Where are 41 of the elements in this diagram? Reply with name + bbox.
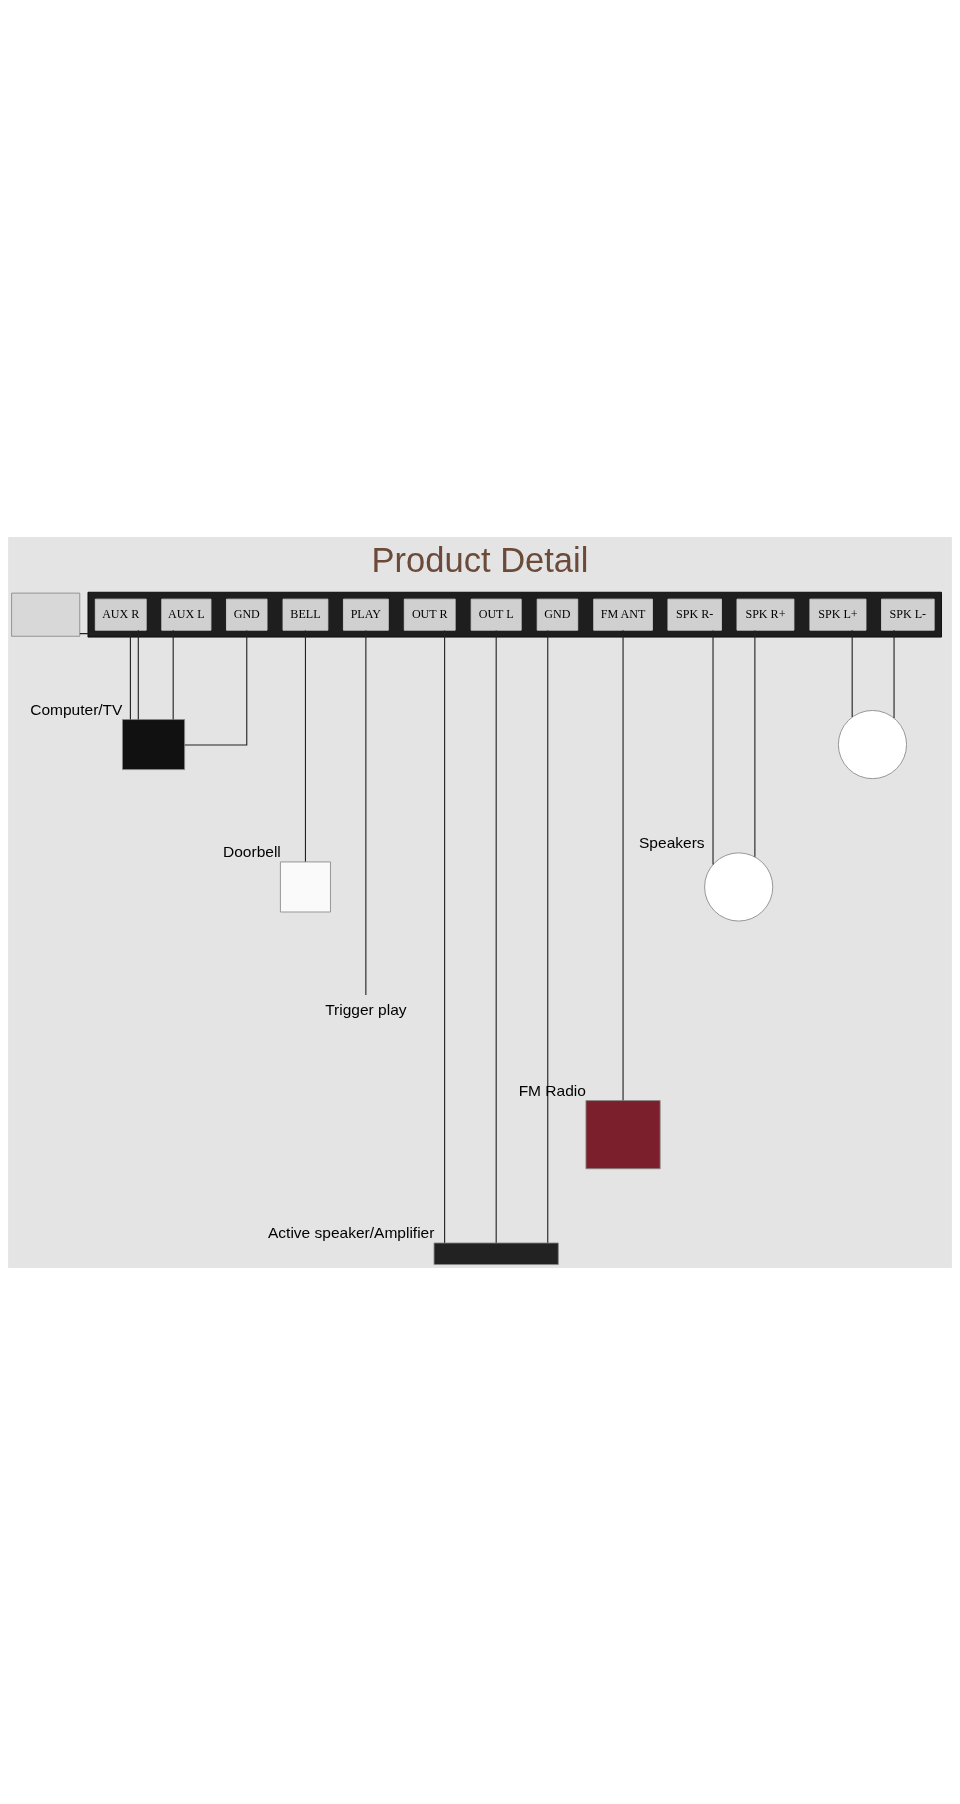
- node-box: [433, 1242, 559, 1265]
- connector: [893, 629, 895, 719]
- connector: [365, 629, 367, 996]
- connector: [622, 629, 624, 1101]
- cluster: [87, 591, 942, 638]
- node-box: [11, 592, 81, 637]
- node-box: AUX L: [161, 598, 212, 631]
- node-box: GND: [226, 598, 268, 631]
- node-box: PLAY: [343, 598, 389, 631]
- node-box: OUT L: [470, 598, 522, 631]
- node-box: [585, 1099, 661, 1169]
- node-box: SPK L-: [881, 598, 935, 631]
- node-box: FM ANT: [593, 598, 653, 631]
- connector: [495, 629, 497, 1243]
- node-box: OUT R: [403, 598, 456, 631]
- node-box: [122, 718, 186, 770]
- connector: [851, 629, 853, 718]
- node-box: GND: [536, 598, 579, 631]
- node-label: Active speaker/Amplifier: [267, 1223, 435, 1241]
- diagram-title: Product Detail: [371, 540, 589, 579]
- node-label: Computer/TV: [30, 700, 123, 718]
- connector: [754, 629, 756, 857]
- connector: [137, 629, 139, 720]
- node-box: SPK R+: [736, 598, 795, 631]
- connector: [304, 629, 306, 862]
- node-box: BELL: [282, 598, 329, 631]
- connector: [712, 629, 714, 865]
- node-text: Trigger play: [325, 1000, 407, 1018]
- node-box: SPK L+: [809, 598, 867, 631]
- connector: [547, 629, 549, 1243]
- connector: [184, 629, 248, 746]
- node-circle: [837, 709, 907, 779]
- node-label: Speakers: [639, 833, 705, 851]
- connector: [172, 629, 174, 720]
- node-box: SPK R-: [667, 598, 722, 631]
- node-box: AUX R: [94, 598, 147, 631]
- connector: [444, 629, 446, 1243]
- node-circle: [704, 851, 774, 921]
- node-box: [280, 861, 331, 912]
- node-label: Doorbell: [223, 842, 281, 860]
- connector: [79, 632, 131, 720]
